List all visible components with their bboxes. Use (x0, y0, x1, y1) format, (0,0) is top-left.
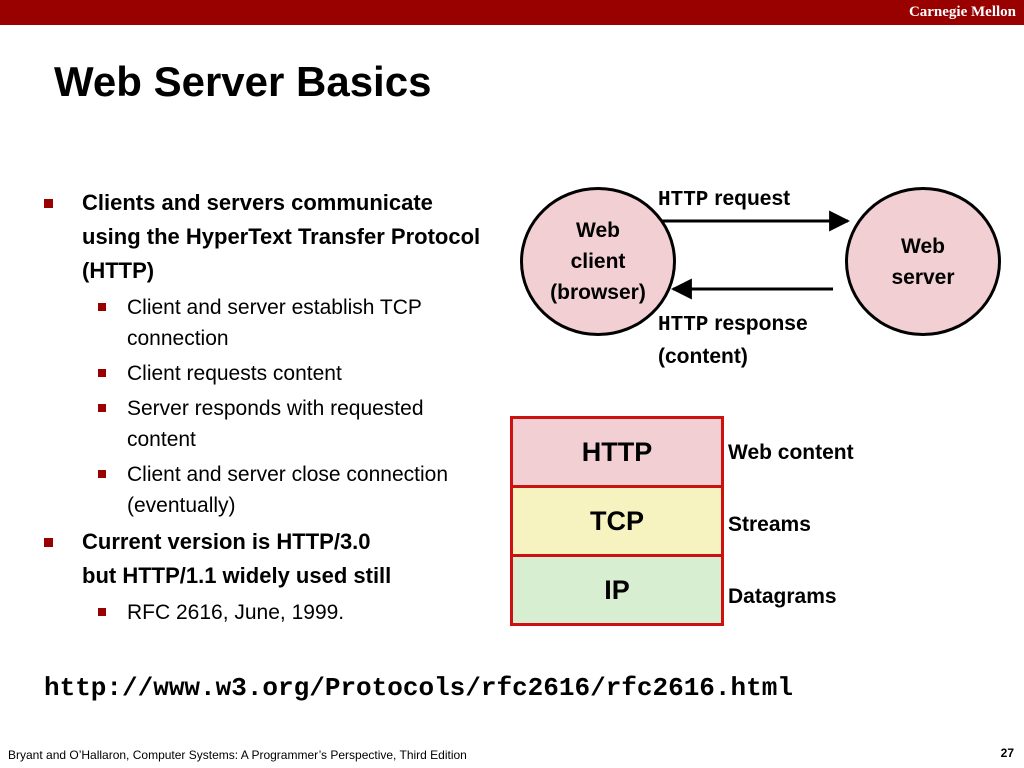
response-label-line2: (content) (658, 345, 748, 368)
page-number: 27 (1000, 746, 1014, 760)
server-label-line1: Web (901, 234, 945, 258)
sub-bullet-item: Client requests content (44, 358, 494, 389)
square-bullet-icon (98, 404, 106, 412)
bullet-item: Current version is HTTP/3.0 but HTTP/1.1… (44, 525, 494, 593)
sub-bullet-text: Client and server establish TCP connecti… (127, 296, 422, 350)
client-label-line1: Web (576, 219, 620, 242)
bullet-text-line2: but HTTP/1.1 widely used still (82, 563, 392, 588)
client-label-line3: (browser) (550, 281, 646, 304)
response-label-mono: HTTP (658, 314, 709, 337)
footer-citation: Bryant and O’Hallaron, Computer Systems:… (8, 748, 467, 762)
request-label: HTTP request (658, 183, 790, 216)
request-label-text: request (714, 187, 791, 210)
web-server-node: Web server (845, 187, 1001, 336)
sub-bullet-item: Server responds with requested content (44, 393, 494, 455)
bullet-text-line1: Current version is HTTP/3.0 (82, 529, 371, 554)
square-bullet-icon (98, 608, 106, 616)
sub-bullet-text: Client requests content (127, 362, 342, 385)
response-label-text: response (714, 312, 808, 335)
square-bullet-icon (98, 369, 106, 377)
square-bullet-icon (98, 303, 106, 311)
response-label: HTTP response (content) (658, 308, 808, 372)
square-bullet-icon (98, 470, 106, 478)
sub-bullet-item: Client and server close connection (even… (44, 459, 494, 521)
client-label-line2: client (570, 250, 626, 273)
web-client-node: Web client (browser) (520, 187, 676, 336)
bullet-item: Clients and servers communicate using th… (44, 186, 494, 288)
sub-bullet-item: RFC 2616, June, 1999. (44, 597, 494, 628)
brand-name: Carnegie Mellon (908, 4, 1016, 20)
request-label-mono: HTTP (658, 189, 709, 212)
bullet-list: Clients and servers communicate using th… (44, 186, 494, 632)
sub-bullet-text: RFC 2616, June, 1999. (127, 601, 345, 624)
protocol-stack: HTTP TCP IP (510, 416, 724, 626)
layer-desc-ip: Datagrams (728, 585, 837, 608)
rfc-url[interactable]: http://www.w3.org/Protocols/rfc2616/rfc2… (44, 673, 793, 703)
square-bullet-icon (44, 538, 53, 547)
sub-bullet-item: Client and server establish TCP connecti… (44, 292, 494, 354)
layer-desc-tcp: Streams (728, 513, 811, 536)
slide-title: Web Server Basics (54, 58, 432, 105)
layer-desc-http: Web content (728, 441, 854, 464)
server-label-line2: server (891, 265, 955, 289)
square-bullet-icon (44, 199, 53, 208)
top-bar: Carnegie Mellon (0, 0, 1024, 25)
sub-bullet-text: Client and server close connection (even… (127, 463, 449, 517)
layer-ip: IP (513, 557, 721, 623)
layer-http: HTTP (513, 419, 721, 488)
sub-bullet-text: Server responds with requested content (127, 397, 424, 451)
bullet-text: Clients and servers communicate using th… (82, 190, 481, 283)
layer-tcp: TCP (513, 488, 721, 557)
